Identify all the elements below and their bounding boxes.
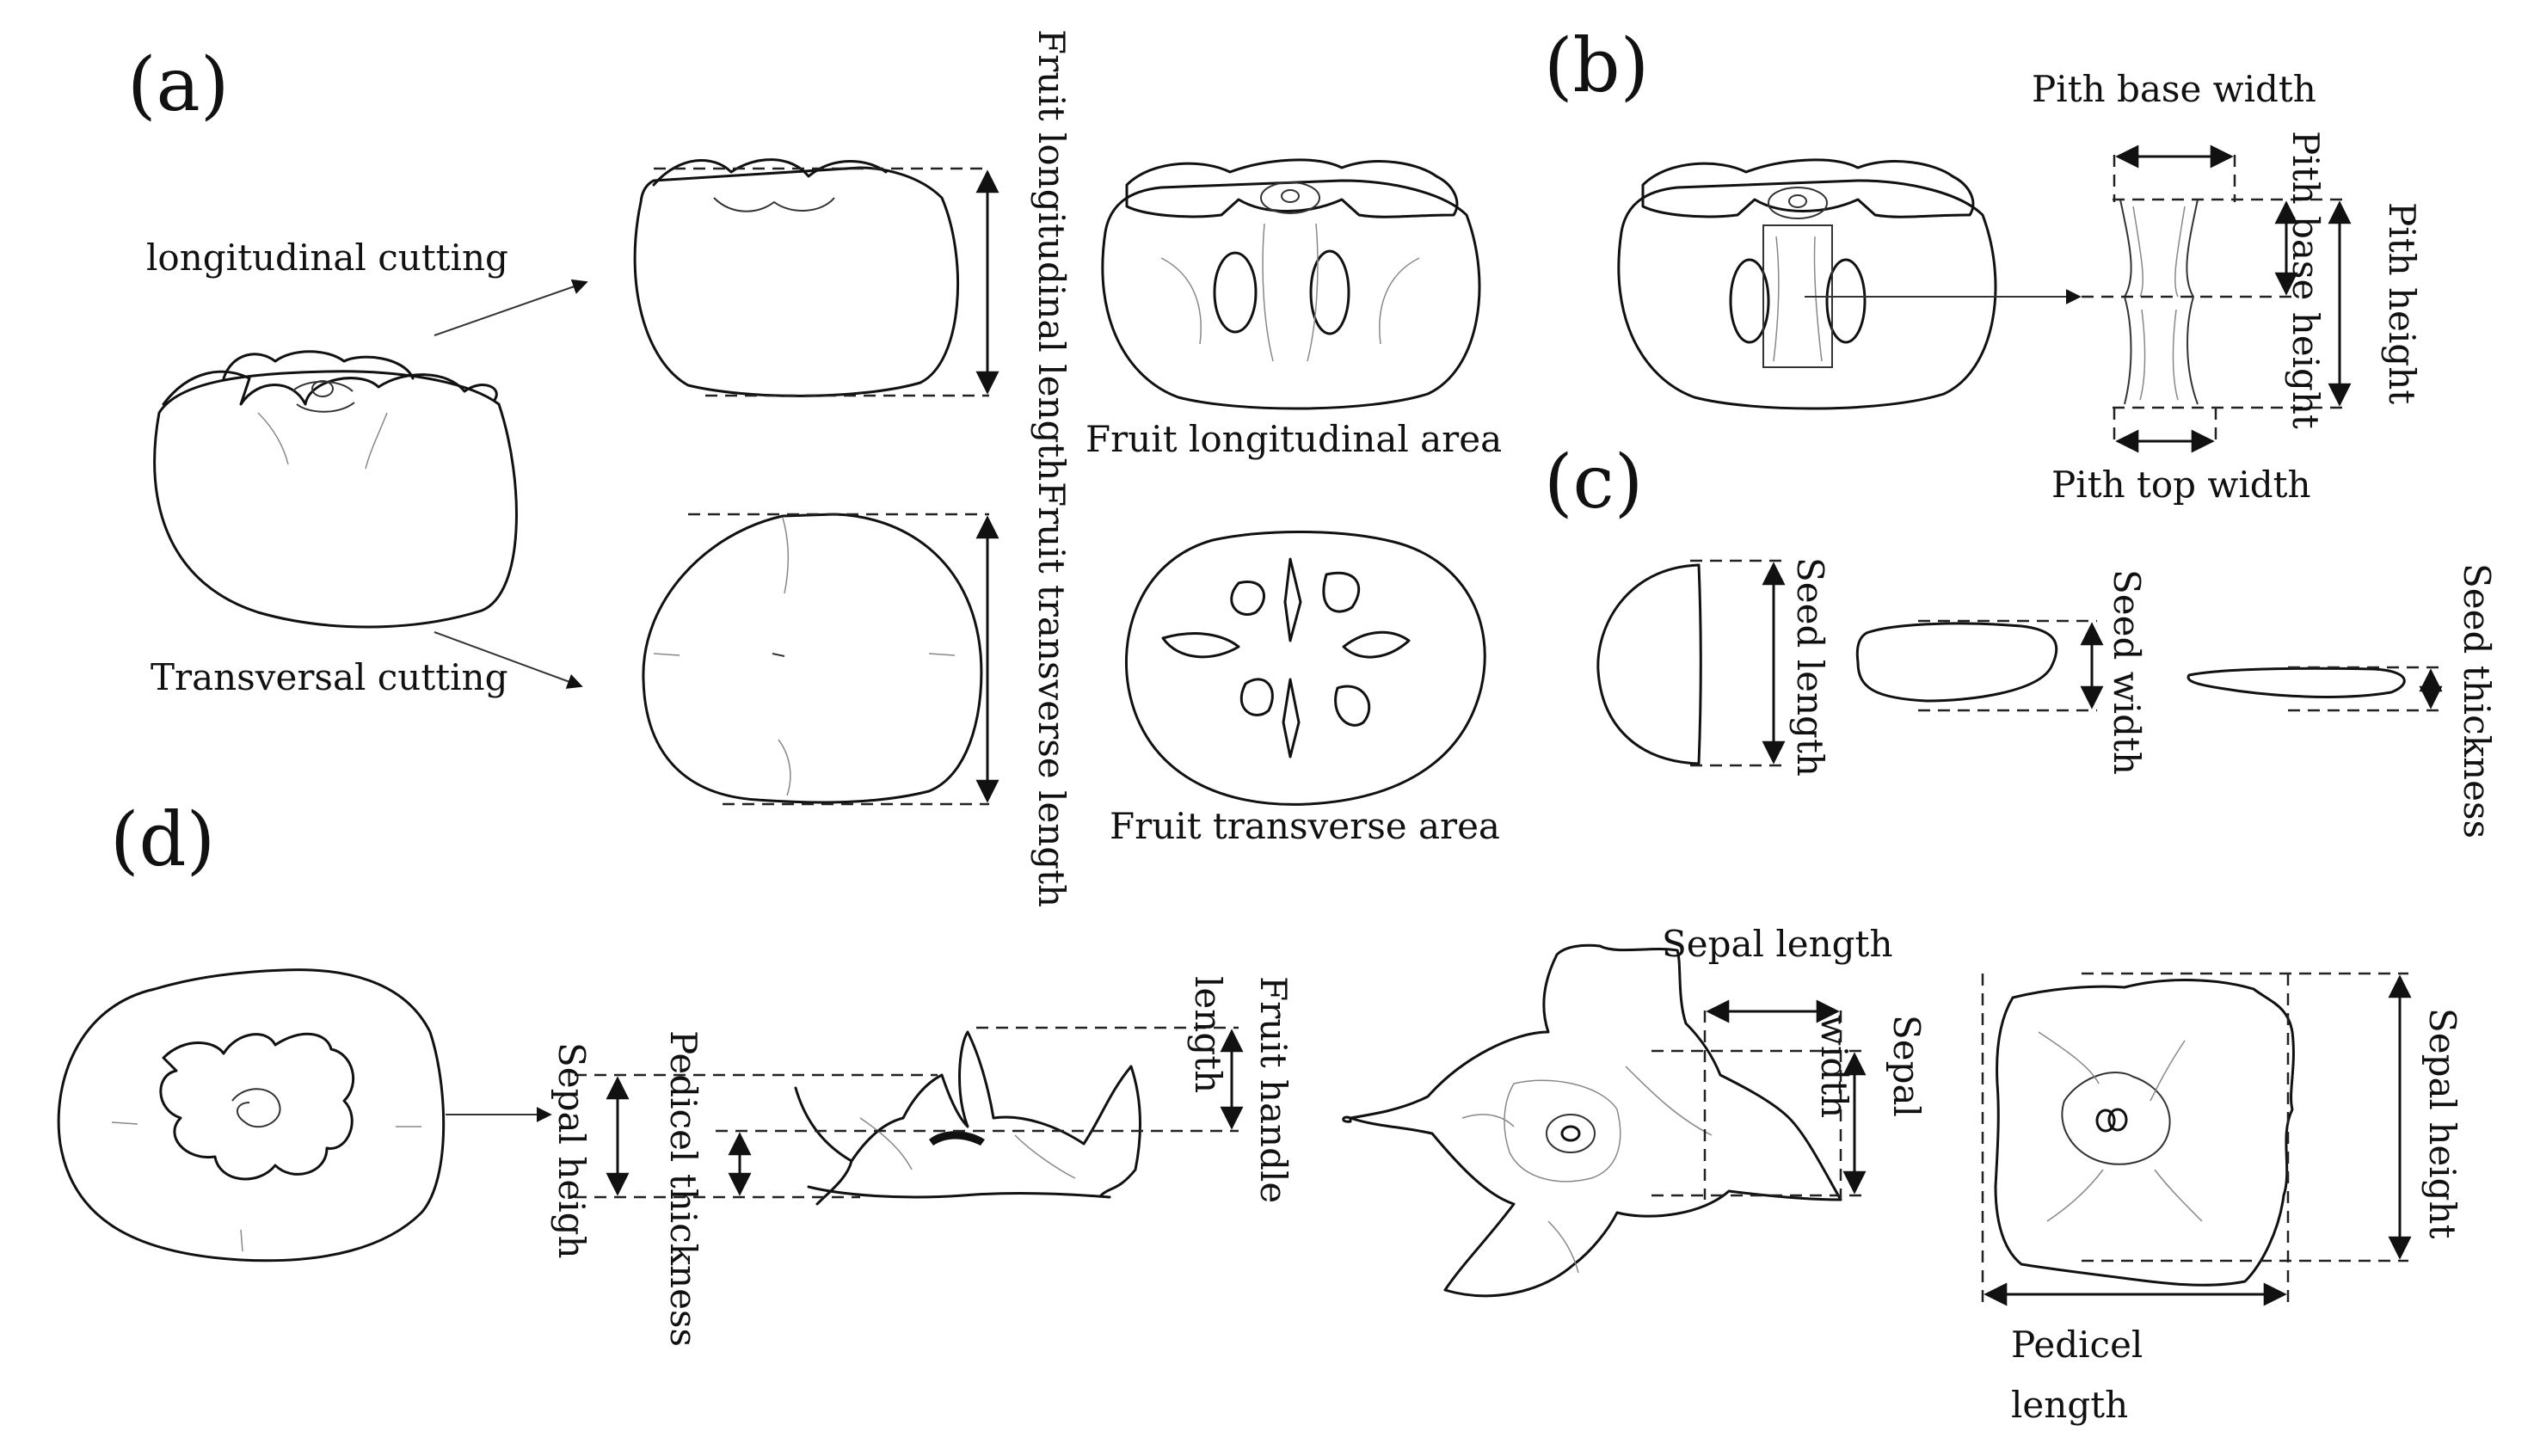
pedicel-top-view [1981, 972, 2412, 1306]
pith-base-height-label: Pith base height [2285, 131, 2327, 429]
fruit-transverse-length-label: Fruit transverse length [1030, 482, 1073, 907]
whole-fruit-illustration [153, 350, 518, 629]
fruit-transverse-section [1124, 530, 1486, 806]
fruit-longitudinal-outline [633, 158, 999, 397]
panel-d: (d) Sepal heigh Pedicel thickness Fruit … [57, 797, 2463, 1426]
seed-length-label: Seed length [1789, 557, 1831, 777]
fruit-transverse-area-label: Fruit transverse area [1110, 805, 1500, 847]
transversal-cut-arrow [434, 631, 583, 689]
panel-a: (a) longitudinal cutting Transversal cut… [127, 29, 1502, 907]
fruit-longitudinal-area-label: Fruit longitudinal area [1086, 418, 1502, 460]
seed-length-view [1596, 559, 1786, 767]
pedicel-thickness-label: Pedicel thickness [662, 1030, 704, 1347]
fruit-handle-length-label: length [1187, 976, 1229, 1093]
seed-thickness-label: Seed thickness [2456, 563, 2498, 839]
panel-label-c: (c) [1544, 439, 1643, 525]
fruit-top-view [57, 968, 446, 1262]
panel-label-b: (b) [1544, 23, 1649, 109]
panel-label-a: (a) [127, 42, 229, 128]
sepal-length-label: Sepal length [1662, 923, 1893, 965]
fruit-longitudinal-length-label: Fruit longitudinal length [1030, 29, 1073, 481]
sepal-top-view [1342, 943, 1867, 1298]
sepal-heigh-label: Sepal heigh [550, 1042, 593, 1259]
sepal-height-label: Sepal height [2421, 1008, 2463, 1239]
seed-width-view [1855, 619, 2104, 712]
sepal-width-label-word2: width [1813, 1015, 1855, 1118]
pith-detail [2082, 144, 2352, 453]
panel-c: (c) Seed length Seed width Seed thicknes… [1544, 439, 2498, 839]
fruit-longitudinal-section [1101, 158, 1481, 410]
longitudinal-cutting-label: longitudinal cutting [146, 237, 508, 279]
transversal-cutting-label: Transversal cutting [151, 656, 507, 698]
fruit-pith-section [1617, 158, 2082, 410]
fruit-transverse-outline [642, 513, 999, 806]
pedicel-length-label-line2: length [2011, 1384, 2128, 1426]
pith-base-width-label: Pith base width [2032, 68, 2316, 110]
pedicel-length-label-line1: Pedicel [2011, 1324, 2143, 1366]
panel-b: (b) Pith base width [1544, 23, 2423, 506]
longitudinal-cut-arrow [434, 279, 588, 336]
seed-thickness-view [2186, 666, 2443, 712]
panel-label-d: (d) [110, 797, 215, 883]
fruit-handle-label: Fruit handle [1252, 976, 1295, 1203]
seed-width-label: Seed width [2106, 569, 2148, 775]
sepal-width-label-word1: Sepal [1885, 1015, 1928, 1117]
pith-top-width-label: Pith top width [2051, 464, 2311, 506]
sepal-side-view [575, 1026, 1244, 1206]
pith-height-label: Pith height [2381, 202, 2423, 404]
